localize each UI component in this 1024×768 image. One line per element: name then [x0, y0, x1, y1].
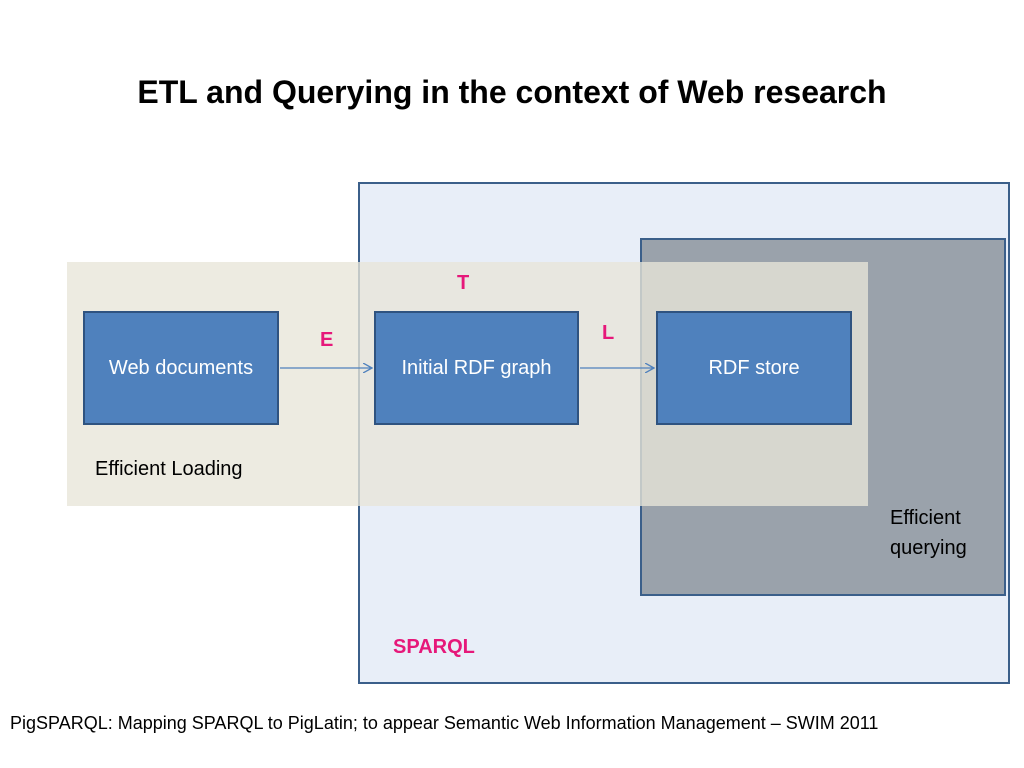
node-web-documents: Web documents [83, 311, 279, 425]
node-rdf-store: RDF store [656, 311, 852, 425]
node-initial-rdf-graph-label: Initial RDF graph [401, 356, 552, 379]
label-extract: E [320, 329, 334, 351]
slide-footer-citation: PigSPARQL: Mapping SPARQL to PigLatin; t… [10, 713, 879, 733]
label-sparql: SPARQL [393, 636, 475, 658]
label-load: L [602, 322, 615, 344]
slide-title: ETL and Querying in the context of Web r… [137, 74, 887, 110]
node-web-documents-label: Web documents [108, 356, 254, 379]
label-efficient-loading: Efficient Loading [95, 458, 243, 480]
label-efficient-querying: Efficient querying [890, 507, 967, 559]
node-initial-rdf-graph: Initial RDF graph [374, 311, 579, 425]
node-rdf-store-label: RDF store [708, 356, 800, 379]
label-transform: T [457, 272, 470, 294]
